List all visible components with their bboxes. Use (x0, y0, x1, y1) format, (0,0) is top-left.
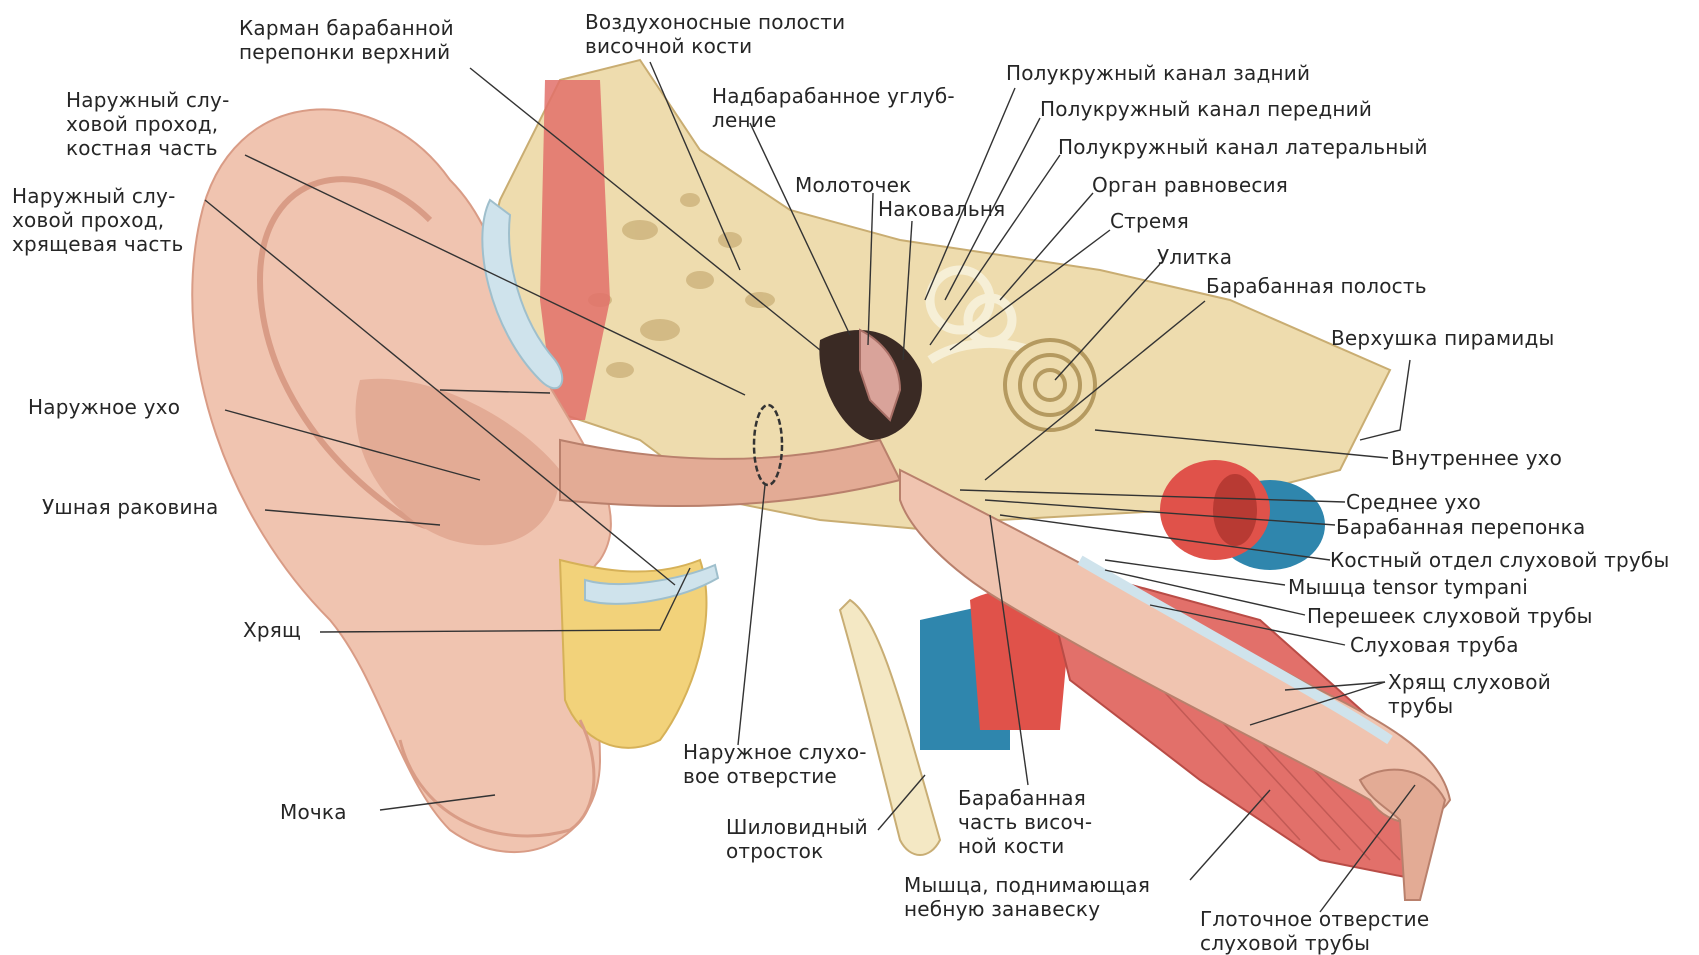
label-pyramid-apex: Верхушка пирамиды (1331, 326, 1555, 350)
label-canal-lateral: Полукружный канал латеральный (1058, 135, 1428, 159)
label-stapes: Стремя (1110, 209, 1189, 233)
label-canal-cartilage: Наружный слу-ховой проход,хрящевая часть (12, 184, 183, 256)
label-middle-ear: Среднее ухо (1346, 490, 1481, 514)
label-eardrum: Барабанная перепонка (1336, 515, 1585, 539)
label-lobule: Мочка (280, 800, 347, 824)
label-vestibular-organ: Орган равновесия (1092, 173, 1288, 197)
label-tensor-tympani: Мышца tensor tympani (1288, 575, 1528, 599)
cochlea-shape (1005, 340, 1095, 430)
label-tube-isthmus: Перешеек слуховой трубы (1307, 604, 1593, 628)
label-tube-bony: Костный отдел слуховой трубы (1330, 548, 1669, 572)
label-auditory-tube: Слуховая труба (1350, 633, 1519, 657)
label-canal-bony: Наружный слу-ховой проход,костная часть (66, 88, 230, 160)
label-inner-ear: Внутреннее ухо (1391, 446, 1562, 470)
label-canal-anterior: Полукружный канал передний (1040, 97, 1372, 121)
label-epitympanic: Надбарабанное углуб-ление (712, 84, 955, 132)
artery-lumen (1213, 474, 1257, 546)
label-cartilage: Хрящ (243, 618, 301, 642)
label-cochlea: Улитка (1157, 245, 1232, 269)
leader-ext-opening (738, 485, 765, 745)
label-incus: Наковальня (878, 197, 1005, 221)
label-auricle: Ушная раковина (42, 495, 218, 519)
label-tympanic-cavity: Барабанная полость (1206, 274, 1427, 298)
label-ext-opening: Наружное слухо-вое отверстие (683, 740, 867, 788)
leader-levator (1190, 790, 1270, 880)
label-malleus: Молоточек (795, 173, 911, 197)
label-canal-posterior: Полукружный канал задний (1006, 61, 1310, 85)
label-outer-ear: Наружное ухо (28, 395, 180, 419)
